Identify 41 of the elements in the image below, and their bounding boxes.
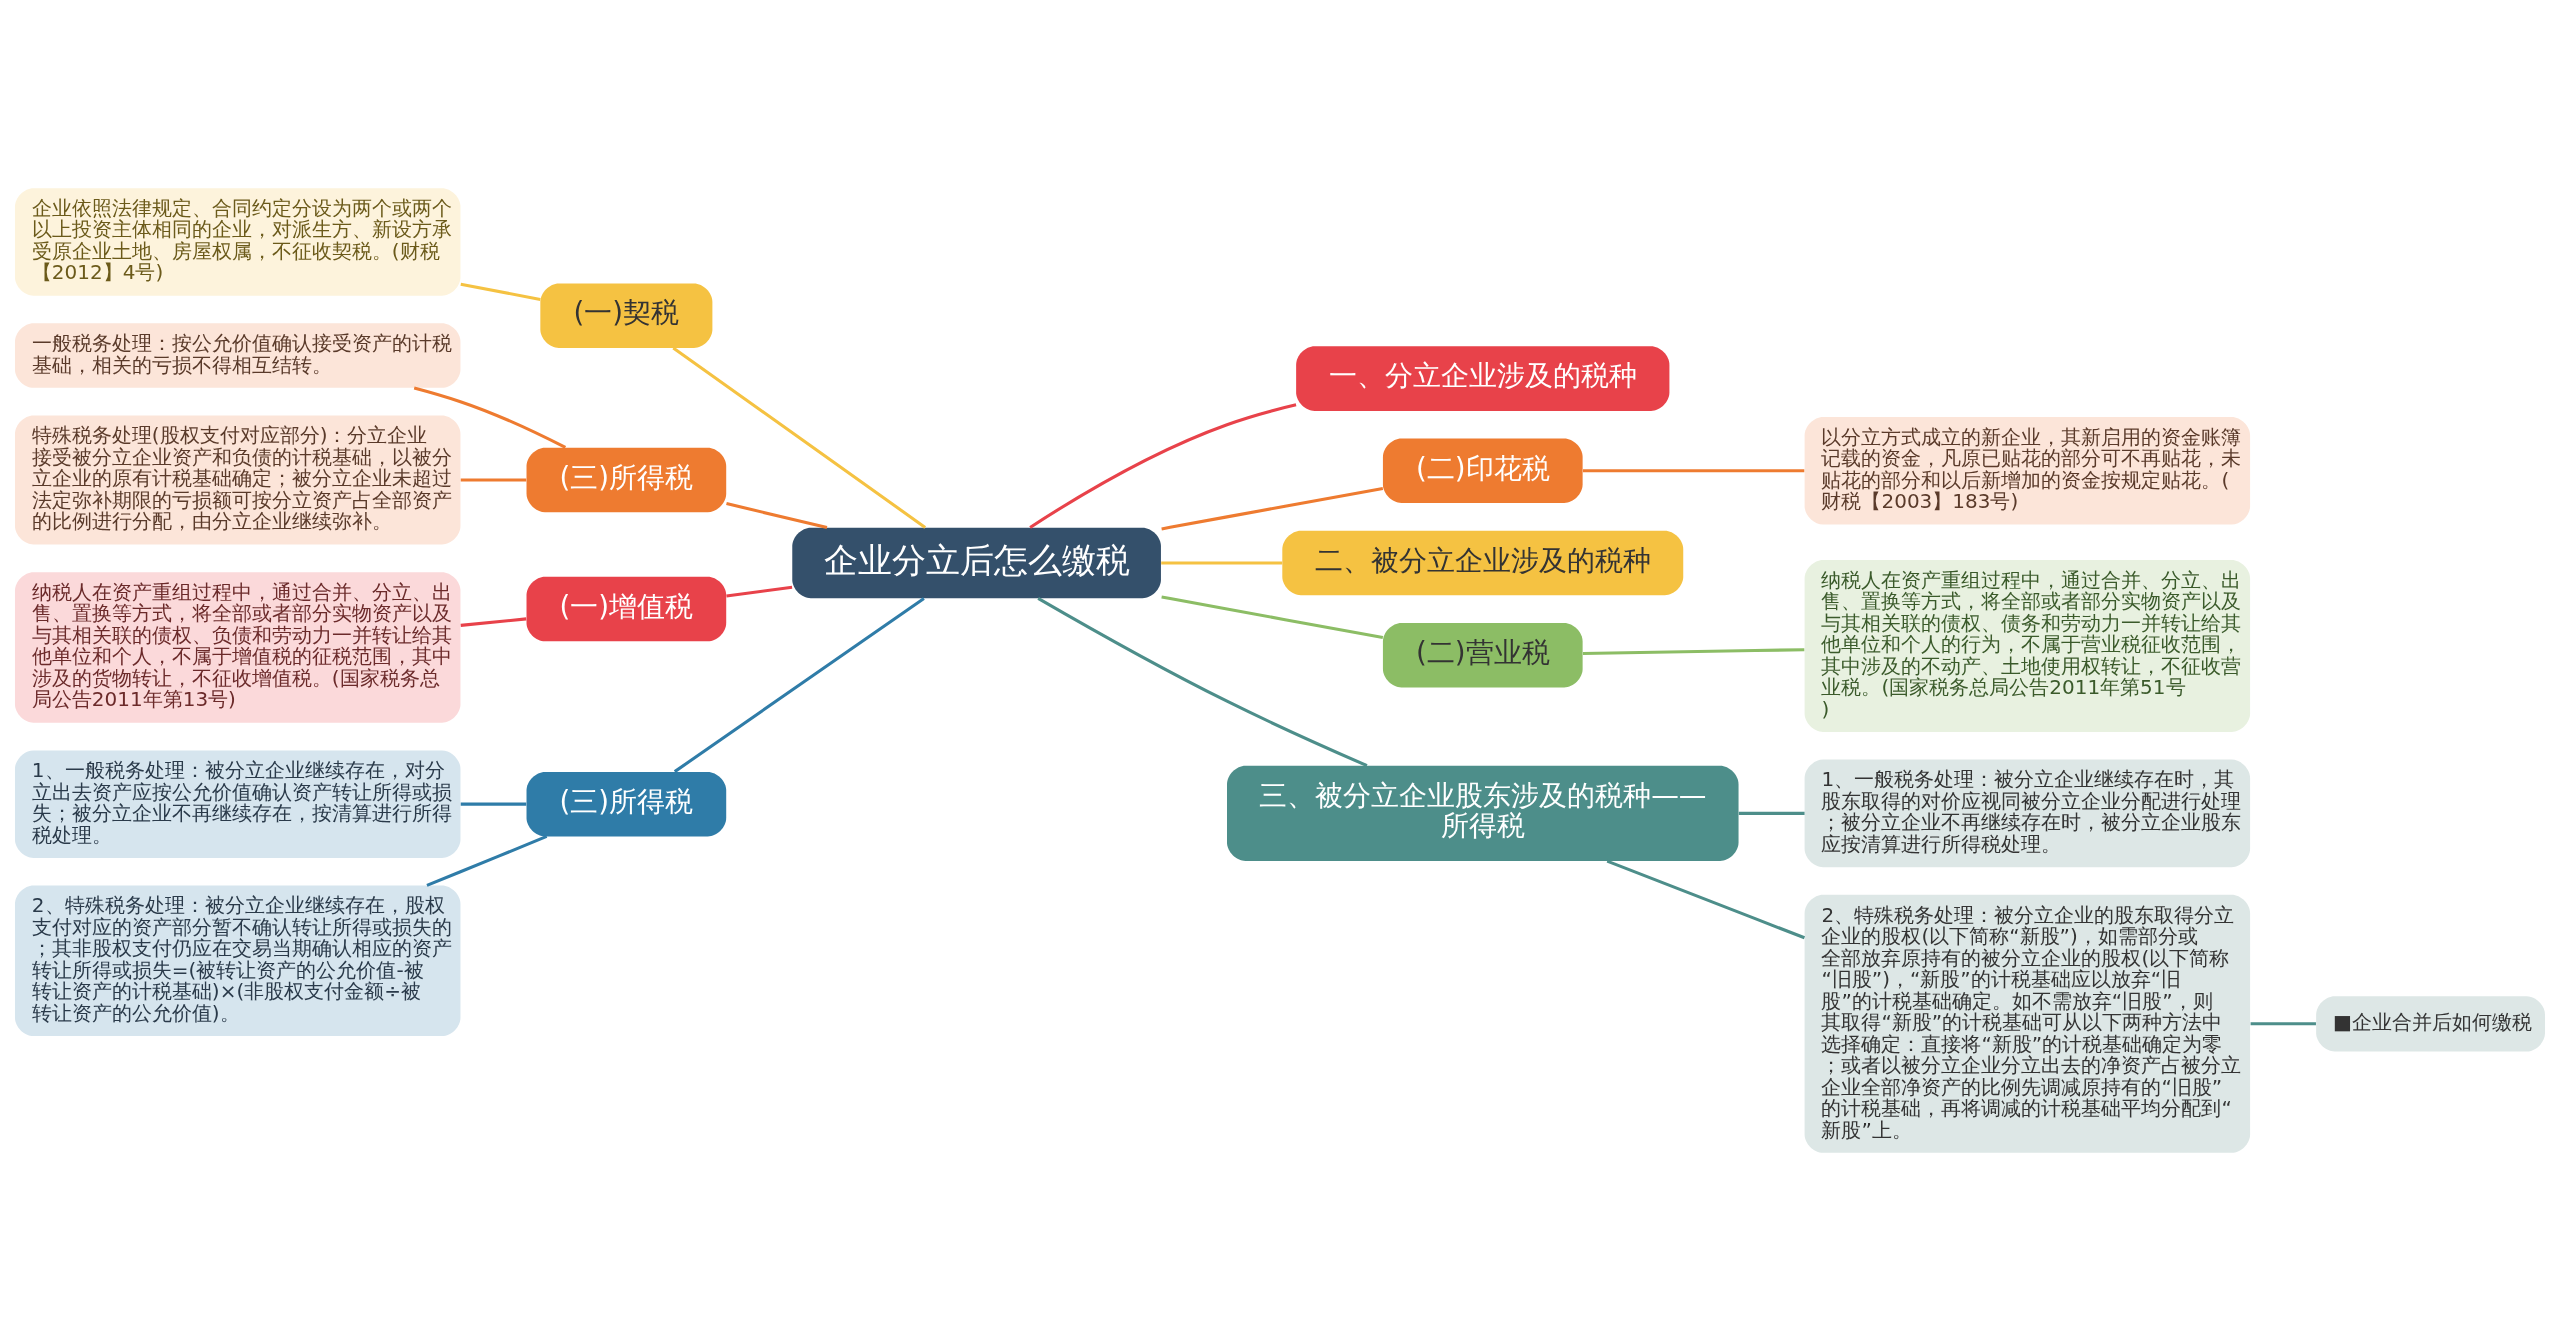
node-box: (一)契税: [540, 283, 713, 348]
connector: [413, 386, 567, 449]
node-box: 2、特殊税务处理：被分立企业的股东取得分立企业的股权(以下简称“新股”)，如需部分或全部放弃原持有的被分立企业的股权(以下简称“旧股”)，“新股”的计税基础应以放弃“旧股”的计税基础确定。如不需放弃“旧股”，则其取得“新股”的计税基础可从以下两种方法中选择确定：直接将“新股”的计税基础确定为零；或者以被分立企业分立出去的净资产占被分立企业全部净资产的比例先调减原持有的“旧股”的计税基础，再将调减的计税基础平均分配到“新股”上。: [1804, 894, 2251, 1153]
connector: [460, 478, 527, 482]
node-box: 二、被分立企业涉及的税种: [1282, 530, 1684, 596]
connector: [1738, 811, 1805, 815]
node-box: 以分立方式成立的新企业，其新启用的资金账簿记载的资金，凡原已贴花的部分可不再贴花，未贴花的部分和以后新增加的资金按规定贴花。(财税【2003】183号): [1804, 417, 2251, 525]
connector: [1161, 561, 1283, 565]
node-box: 纳税人在资产重组过程中，通过合并、分立、出售、置换等方式，将全部或者部分实物资产以及与其相关联的债权、负债和劳动力一并转让给其他单位和个人，不属于增值税的征税范围，其中涉及的货物转让，不征收增值税。(国家税务总局公告2011年第13号): [14, 572, 461, 723]
connector: [1161, 595, 1384, 639]
connector: [1582, 648, 1805, 655]
node-box: 一般税务处理：按公允价值确认接受资产的计税基础，相关的亏损不得相互结转。: [14, 323, 461, 388]
connector: [460, 802, 527, 806]
node-box: 1、一般税务处理：被分立企业继续存在时，其股东取得的对价应视同被分立企业分配进行处理；被分立企业不再继续存在时，被分立企业股东应按清算进行所得税处理。: [1804, 759, 2251, 868]
node-box: 特殊税务处理(股权支付对应部分)：分立企业接受被分立企业资产和负债的计税基础，以被分立企业的原有计税基础确定；被分立企业未超过法定弥补期限的亏损额可按分立资产占全部资产的比例进行分配，由分立企业继续弥补。: [14, 415, 461, 545]
connector: [2250, 1022, 2316, 1026]
connector: [1606, 859, 1805, 940]
connector: [1029, 403, 1297, 529]
connector: [1583, 469, 1805, 473]
node-box: 1、一般税务处理：被分立企业继续存在，对分立出去资产应按公允价值确认资产转让所得或损失；被分立企业不再继续存在，按清算进行所得税处理。: [14, 750, 461, 858]
node-box: 一、分立企业涉及的税种: [1296, 346, 1670, 411]
connector: [726, 585, 793, 598]
connector: [672, 346, 927, 529]
node-box: 纳税人在资产重组过程中，通过合并、分立、出售、置换等方式，将全部或者部分实物资产以及与其相关联的债权、债务和劳动力一并转让给其他单位和个人的行为，不属于营业税征收范围，其中涉及的不动产、土地使用权转让，不征收营业税。(国家税务总局公告2011年第51号): [1804, 559, 2251, 732]
node-box: 2、特殊税务处理：被分立企业继续存在，股权支付对应的资产部分暂不确认转让所得或损失的；其非股权支付仍应在交易当期确认相应的资产转让所得或损失=(被转让资产的公允价值-被转让资产的计税基础)×(非股权支付金额÷被转让资产的公允价值)。: [14, 885, 461, 1037]
node-box: (三)所得税: [526, 447, 727, 513]
node-box: (二)印花税: [1382, 438, 1583, 504]
connector: [460, 617, 527, 627]
node-box: 三、被分立企业股东涉及的税种——所得税: [1227, 765, 1739, 861]
connector: [460, 282, 541, 301]
connector: [726, 502, 828, 530]
connector: [1161, 487, 1384, 531]
connector: [1037, 597, 1368, 767]
node-box: 企业依照法律规定、合同约定分设为两个或两个以上投资主体相同的企业，对派生方、新设方承受原企业土地、房屋权属，不征收契税。(财税【2012】4号): [14, 188, 461, 296]
node-box: (三)所得税: [526, 771, 727, 837]
node-box: 企业分立后怎么缴税: [792, 527, 1161, 599]
node-box: (二)营业税: [1382, 622, 1583, 688]
node-box: (一)增值税: [526, 576, 727, 642]
connector: [426, 835, 548, 887]
connector: [673, 597, 925, 773]
node-box: ■企业合并后如何缴税: [2316, 996, 2546, 1052]
